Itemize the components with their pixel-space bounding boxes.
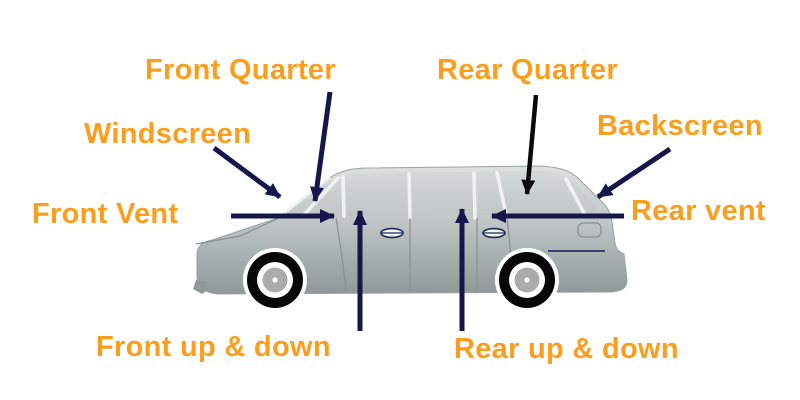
- label-rear-quarter: Rear Quarter: [437, 54, 618, 86]
- window-glass-band: [287, 171, 598, 217]
- front-door-seam: [335, 217, 347, 293]
- rear-quarter-arrow: [521, 94, 539, 195]
- front-hub-center: [272, 277, 278, 283]
- label-rear-up-down: Rear up & down: [454, 333, 679, 365]
- label-backscreen: Backscreen: [597, 110, 763, 142]
- vent-divider: [341, 175, 346, 218]
- windscreen-highlight: [282, 175, 331, 216]
- hood-seam: [195, 216, 282, 245]
- door-handles: [380, 227, 506, 239]
- rear-wheel: [495, 248, 559, 312]
- front-bumper-notch: [193, 280, 208, 294]
- label-front-up-down: Front up & down: [96, 331, 331, 363]
- taillight: [577, 222, 602, 238]
- b-pillar-divider: [407, 172, 412, 220]
- backscreen-divider: [564, 177, 586, 215]
- label-rear-vent: Rear vent: [631, 195, 766, 227]
- label-front-quarter: Front Quarter: [145, 54, 336, 86]
- label-front-vent: Front Vent: [32, 198, 179, 230]
- backscreen-arrow: [596, 146, 672, 200]
- windscreen-arrow: [212, 145, 282, 200]
- label-windscreen: Windscreen: [84, 118, 252, 150]
- c-pillar-divider: [472, 171, 477, 220]
- front-quarter-arrow: [309, 91, 333, 202]
- front-wheel: [243, 248, 307, 312]
- rear-hub-center: [524, 277, 530, 283]
